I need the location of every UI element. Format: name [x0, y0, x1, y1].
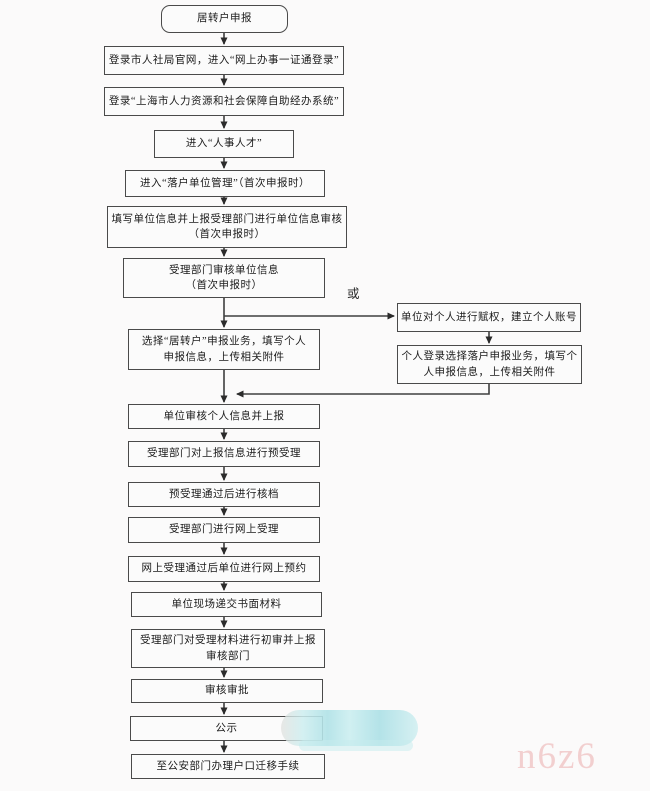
node-personal-login-apply: 个人登录选择落户申报业务，填写个 人申报信息，上传相关附件 [397, 345, 582, 384]
node-online-reservation: 网上受理通过后单位进行网上预约 [128, 556, 320, 582]
node-pre-acceptance: 受理部门对上报信息进行预受理 [128, 441, 320, 467]
node-submit-paper-materials: 单位现场递交书面材料 [131, 592, 322, 617]
node-fill-unit-info: 填写单位信息并上报受理部门进行单位信息审核 （首次申报时） [107, 206, 347, 248]
node-authorize-personal-account: 单位对个人进行赋权，建立个人账号 [397, 303, 581, 332]
node-review-unit-info: 受理部门审核单位信息 （首次申报时） [123, 258, 325, 298]
watermark-text: n6z6 [517, 736, 597, 777]
node-archive-check: 预受理通过后进行核档 [128, 482, 320, 507]
node-login-system: 登录“上海市人力资源和社会保障自助经办系统” [104, 87, 344, 116]
node-police-household-transfer: 至公安部门办理户口迁移手续 [131, 754, 325, 779]
or-branch-label: 或 [347, 287, 360, 301]
node-login-portal: 登录市人社局官网，进入“网上办事一证通登录” [104, 46, 344, 75]
node-initial-review-report: 受理部门对受理材料进行初审并上报 审核部门 [131, 629, 325, 668]
cyan-highlight-fringe [299, 740, 413, 751]
arrow-personal-return-to-main [236, 384, 490, 398]
node-review-and-approve: 审核审批 [131, 679, 323, 703]
node-enter-hr: 进入“人事人才” [154, 130, 294, 158]
node-enter-unit-management: 进入“落户单位管理”（首次申报时） [125, 170, 325, 197]
node-online-acceptance: 受理部门进行网上受理 [128, 517, 320, 543]
node-unit-review-personal-info: 单位审核个人信息并上报 [128, 404, 320, 429]
node-select-business: 选择“居转户”申报业务，填写个人 申报信息，上传相关附件 [128, 329, 320, 370]
node-start: 居转户申报 [161, 5, 288, 33]
